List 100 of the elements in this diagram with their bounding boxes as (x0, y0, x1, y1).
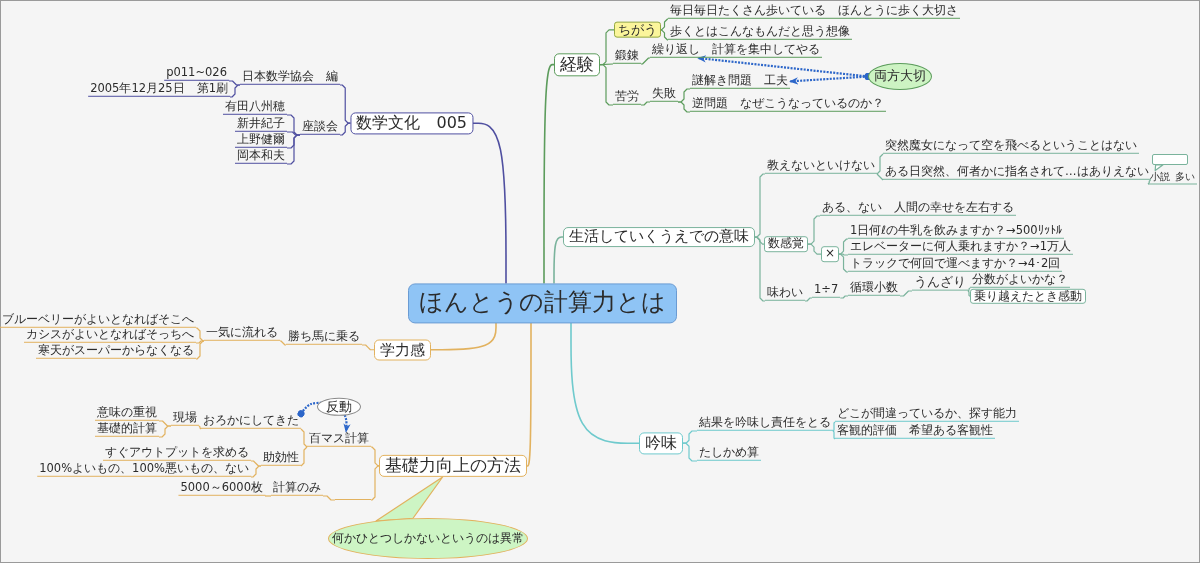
branch-line (839, 295, 849, 299)
topic-label: 突然魔女になって空を飛べるということはない (883, 138, 1139, 154)
topic-label: 1÷7 (812, 282, 841, 298)
branch-line (322, 495, 336, 501)
branch-curve (472, 122, 507, 285)
branch-line (838, 238, 849, 255)
topic-label: ブルーベリーがよいとなればそこへ (0, 312, 196, 328)
topic-label: 多い (1173, 170, 1197, 184)
branch-line (250, 465, 262, 478)
topic-label: 分数がよいかな？ (970, 272, 1070, 288)
topic-label: 失敗 (650, 86, 678, 102)
topic-label: 有田八州穂 (223, 99, 287, 115)
topic-label: どこが間違っているか、探す能力 (835, 406, 1019, 422)
branch-curve (570, 322, 640, 444)
branch-line (899, 290, 913, 297)
topic-label: 計算のみ (271, 480, 323, 496)
branch-line (807, 243, 822, 255)
branch-curve (430, 322, 497, 351)
branch-line (228, 80, 241, 86)
branch-line (300, 428, 308, 448)
branch-line (1147, 179, 1152, 185)
topic-label: 歩くとはこんなもんだと思う想像 (668, 24, 852, 40)
branch-line (250, 460, 262, 467)
topic-label: カシスがよいとなればそっちへ (24, 327, 196, 343)
topic-label: 小説 (1148, 170, 1172, 184)
branch-line (361, 344, 375, 351)
topic-label: 100%よいもの、100%悪いもの、ない (37, 461, 251, 477)
central-topic-box: ほんとうの計算力とは (408, 283, 677, 323)
branch-line (967, 287, 971, 292)
branch-line (804, 297, 813, 302)
topic-label: 客観的評価 希望ある客観性 (835, 423, 995, 439)
main-topic-box: 生活していくうえでの意味 (563, 227, 755, 247)
topic-label: 循環小数 (848, 280, 900, 296)
branch-line (660, 29, 669, 41)
topic-label: 百マス計算 (307, 431, 371, 447)
branch-line (660, 18, 669, 31)
branch-line (640, 101, 651, 106)
topic-label: すぐアウトプットを求める (103, 445, 251, 461)
branch-line (876, 153, 884, 175)
topic-label: ある日突然、何者かに指名されて…はありえない (883, 164, 1151, 180)
topic-label: うんざり (912, 274, 968, 291)
floating-topic-ellipse: 両方大切 (868, 63, 932, 90)
topic-label: 寒天がスーパーからなくなる (36, 343, 196, 359)
branch-line (1171, 183, 1174, 185)
topic-label: 日本数学協会 編 (240, 69, 340, 85)
topic-label: 苦労 (613, 89, 641, 105)
topic-label: 鍛錬 (613, 48, 641, 64)
topic-label: 基礎的計算 (95, 421, 159, 437)
branch-line (832, 421, 836, 432)
topic-label: 結果を吟味し責任をとる (697, 415, 833, 431)
topic-label: 一気に流れる (204, 325, 280, 341)
branch-curve (553, 236, 564, 285)
branch-line (195, 340, 205, 344)
topic-label: 意味の重視 (95, 405, 159, 421)
branch-line (339, 122, 352, 136)
branch-line (264, 495, 272, 497)
branch-line (838, 253, 849, 256)
topic-label: 新井紀子 (235, 116, 287, 132)
branch-line (754, 236, 766, 302)
topic-box: × (821, 246, 840, 262)
topic-label: 教えないといけない (765, 158, 877, 174)
branch-line (195, 340, 205, 360)
topic-label: 2005年12月25日 第1刷 (88, 81, 230, 97)
branch-line (370, 465, 380, 501)
highlighted-topic-box: ちがう (614, 21, 661, 38)
branch-line (599, 64, 614, 106)
topic-label: おろかにしてきた (201, 413, 301, 429)
topic-label: ある、ない 人間の幸せを左右する (820, 200, 1016, 216)
branch-line (967, 290, 971, 297)
topic-label: たしかめ算 (697, 445, 761, 461)
callout-tail (375, 476, 444, 522)
main-topic-box: 基礎力向上の方法 (379, 454, 527, 477)
branch-line (300, 446, 308, 467)
main-topic-box: 吟味 (639, 432, 683, 454)
branch-line (832, 430, 836, 440)
branch-line (279, 340, 287, 346)
topic-label: p011~026 (164, 65, 229, 81)
main-topic-box: 数学文化 005 (350, 112, 473, 134)
topic-label: 現場 (171, 410, 199, 426)
branch-line (370, 446, 380, 467)
branch-line (158, 425, 172, 438)
topic-box: 数感覚 (764, 236, 808, 252)
topic-label: 毎日毎日たくさん歩いている ほんとうに歩く大切さ (668, 3, 960, 19)
branch-line (640, 57, 651, 65)
branch-line (876, 173, 884, 181)
branch-line (195, 327, 205, 342)
branch-line (229, 84, 241, 98)
topic-underline (335, 499, 371, 500)
branch-line (838, 253, 849, 273)
topic-label: エレベーターに何人乗れますか？→1万人 (848, 239, 1073, 255)
topic-label: 5000～6000枚 (178, 480, 265, 496)
topic-box: 乗り越えたとき感動 (970, 288, 1086, 304)
main-topic-box: 経験 (554, 53, 600, 76)
branch-line (682, 442, 698, 462)
topic-label: 岡本和夫 (235, 148, 287, 164)
topic-label: 味わい (765, 285, 805, 301)
topic-label: 座談会 (300, 119, 340, 135)
main-topic-box: 学力感 (374, 339, 431, 360)
edge-label: 反動 (317, 397, 361, 417)
topic-label: 助効性 (261, 450, 301, 466)
